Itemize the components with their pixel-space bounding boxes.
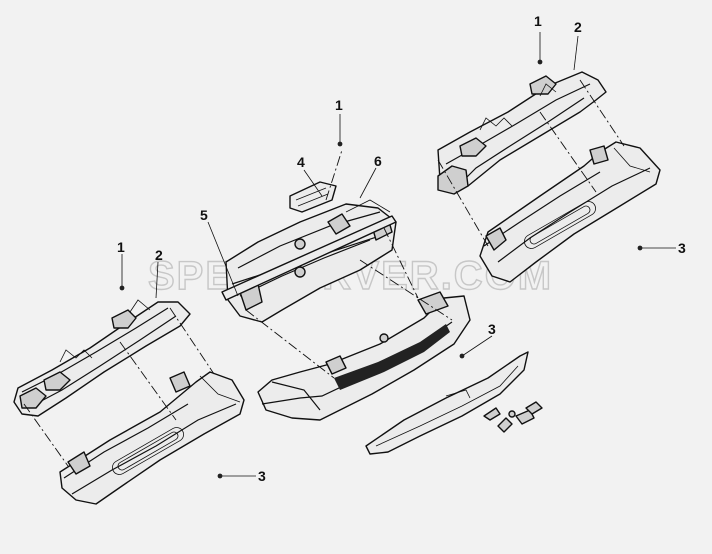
leaders — [121, 32, 676, 477]
callout-3-top-right: 3 — [678, 240, 686, 256]
callout-5-center: 5 — [200, 207, 208, 223]
assembly-left — [13, 299, 245, 505]
assembly-center — [221, 149, 543, 455]
leader-dots — [119, 59, 643, 479]
callout-3-left: 3 — [258, 468, 266, 484]
bracket-center-4 — [289, 181, 337, 213]
callout-3-center: 3 — [488, 321, 496, 337]
assembly-top-right — [437, 71, 661, 283]
rod-center-5 — [221, 215, 397, 301]
callout-6-center: 6 — [374, 153, 382, 169]
cover-left — [59, 371, 245, 505]
callout-4-center: 4 — [297, 154, 305, 170]
callout-1-left: 1 — [117, 239, 125, 255]
callout-1-top-right: 1 — [534, 13, 542, 29]
callout-2-top-right: 2 — [574, 19, 582, 35]
callout-2-left: 2 — [155, 247, 163, 263]
grille-trim — [365, 351, 529, 455]
fastener-set — [483, 401, 543, 433]
callout-1-center: 1 — [335, 97, 343, 113]
